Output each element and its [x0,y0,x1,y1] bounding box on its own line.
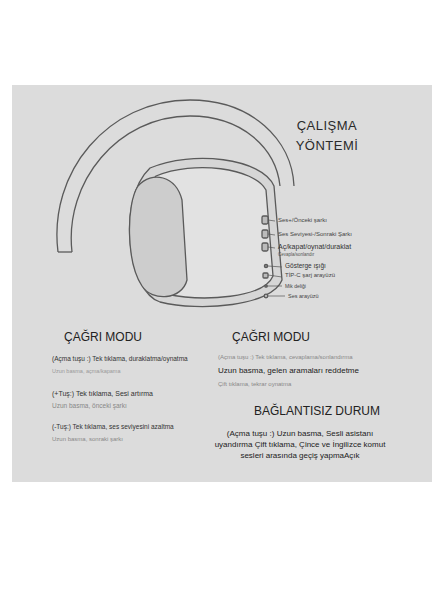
callout-label: Ses arayüzü [288,293,319,300]
instruction-paragraph: (Açma tuşu :) Uzun basma, Sesli asistanı… [214,428,386,462]
instruction-note: (Açma tuşu :) Tek tıklama, cevaplama/son… [218,354,353,361]
instruction-note: Uzun basma, açma/kapama [52,368,120,375]
section-heading: ÇAĞRI MODU [64,330,142,344]
callout-label: Mik deliği [285,283,306,289]
instruction-text: (-Tuş:) Tek tıklama, ses seviyesini azal… [52,423,174,431]
instruction-text: (+Tuş:) Tek tıklama, Sesi artırma [52,390,153,398]
background-panel [12,85,432,482]
instruction-text: Uzun basma, gelen aramaları reddetme [218,366,359,376]
callout-label: Gösterge ışığı [285,262,326,270]
instruction-text: (Açma tuşu :) Tek tıklama, duraklatma/oy… [52,355,188,363]
instruction-note: Uzun basma, sonraki şarkı [52,436,123,443]
instruction-note: Uzun basma, önceki şarkı [52,402,127,410]
section-heading: BAĞLANTISIZ DURUM [254,404,380,418]
headphone-drawing [57,100,294,307]
callout-label: Ses+/Önceki şarkı [278,217,327,224]
callout-label: TİP-C şarj arayüzü [285,272,335,279]
callout-label: Ses Seviyesi-/Sonraki Şarkı [278,231,352,238]
callout-label: Cevapla/sonlandır [278,252,314,257]
instruction-note: Çift tıklama, tekrar oynatma [218,381,291,388]
callout-label: Aç/kapat/oynat/duraklat [278,243,351,251]
title: ÇALIŞMA YÖNTEMİ [284,116,370,156]
section-heading: ÇAĞRI MODU [232,330,310,344]
